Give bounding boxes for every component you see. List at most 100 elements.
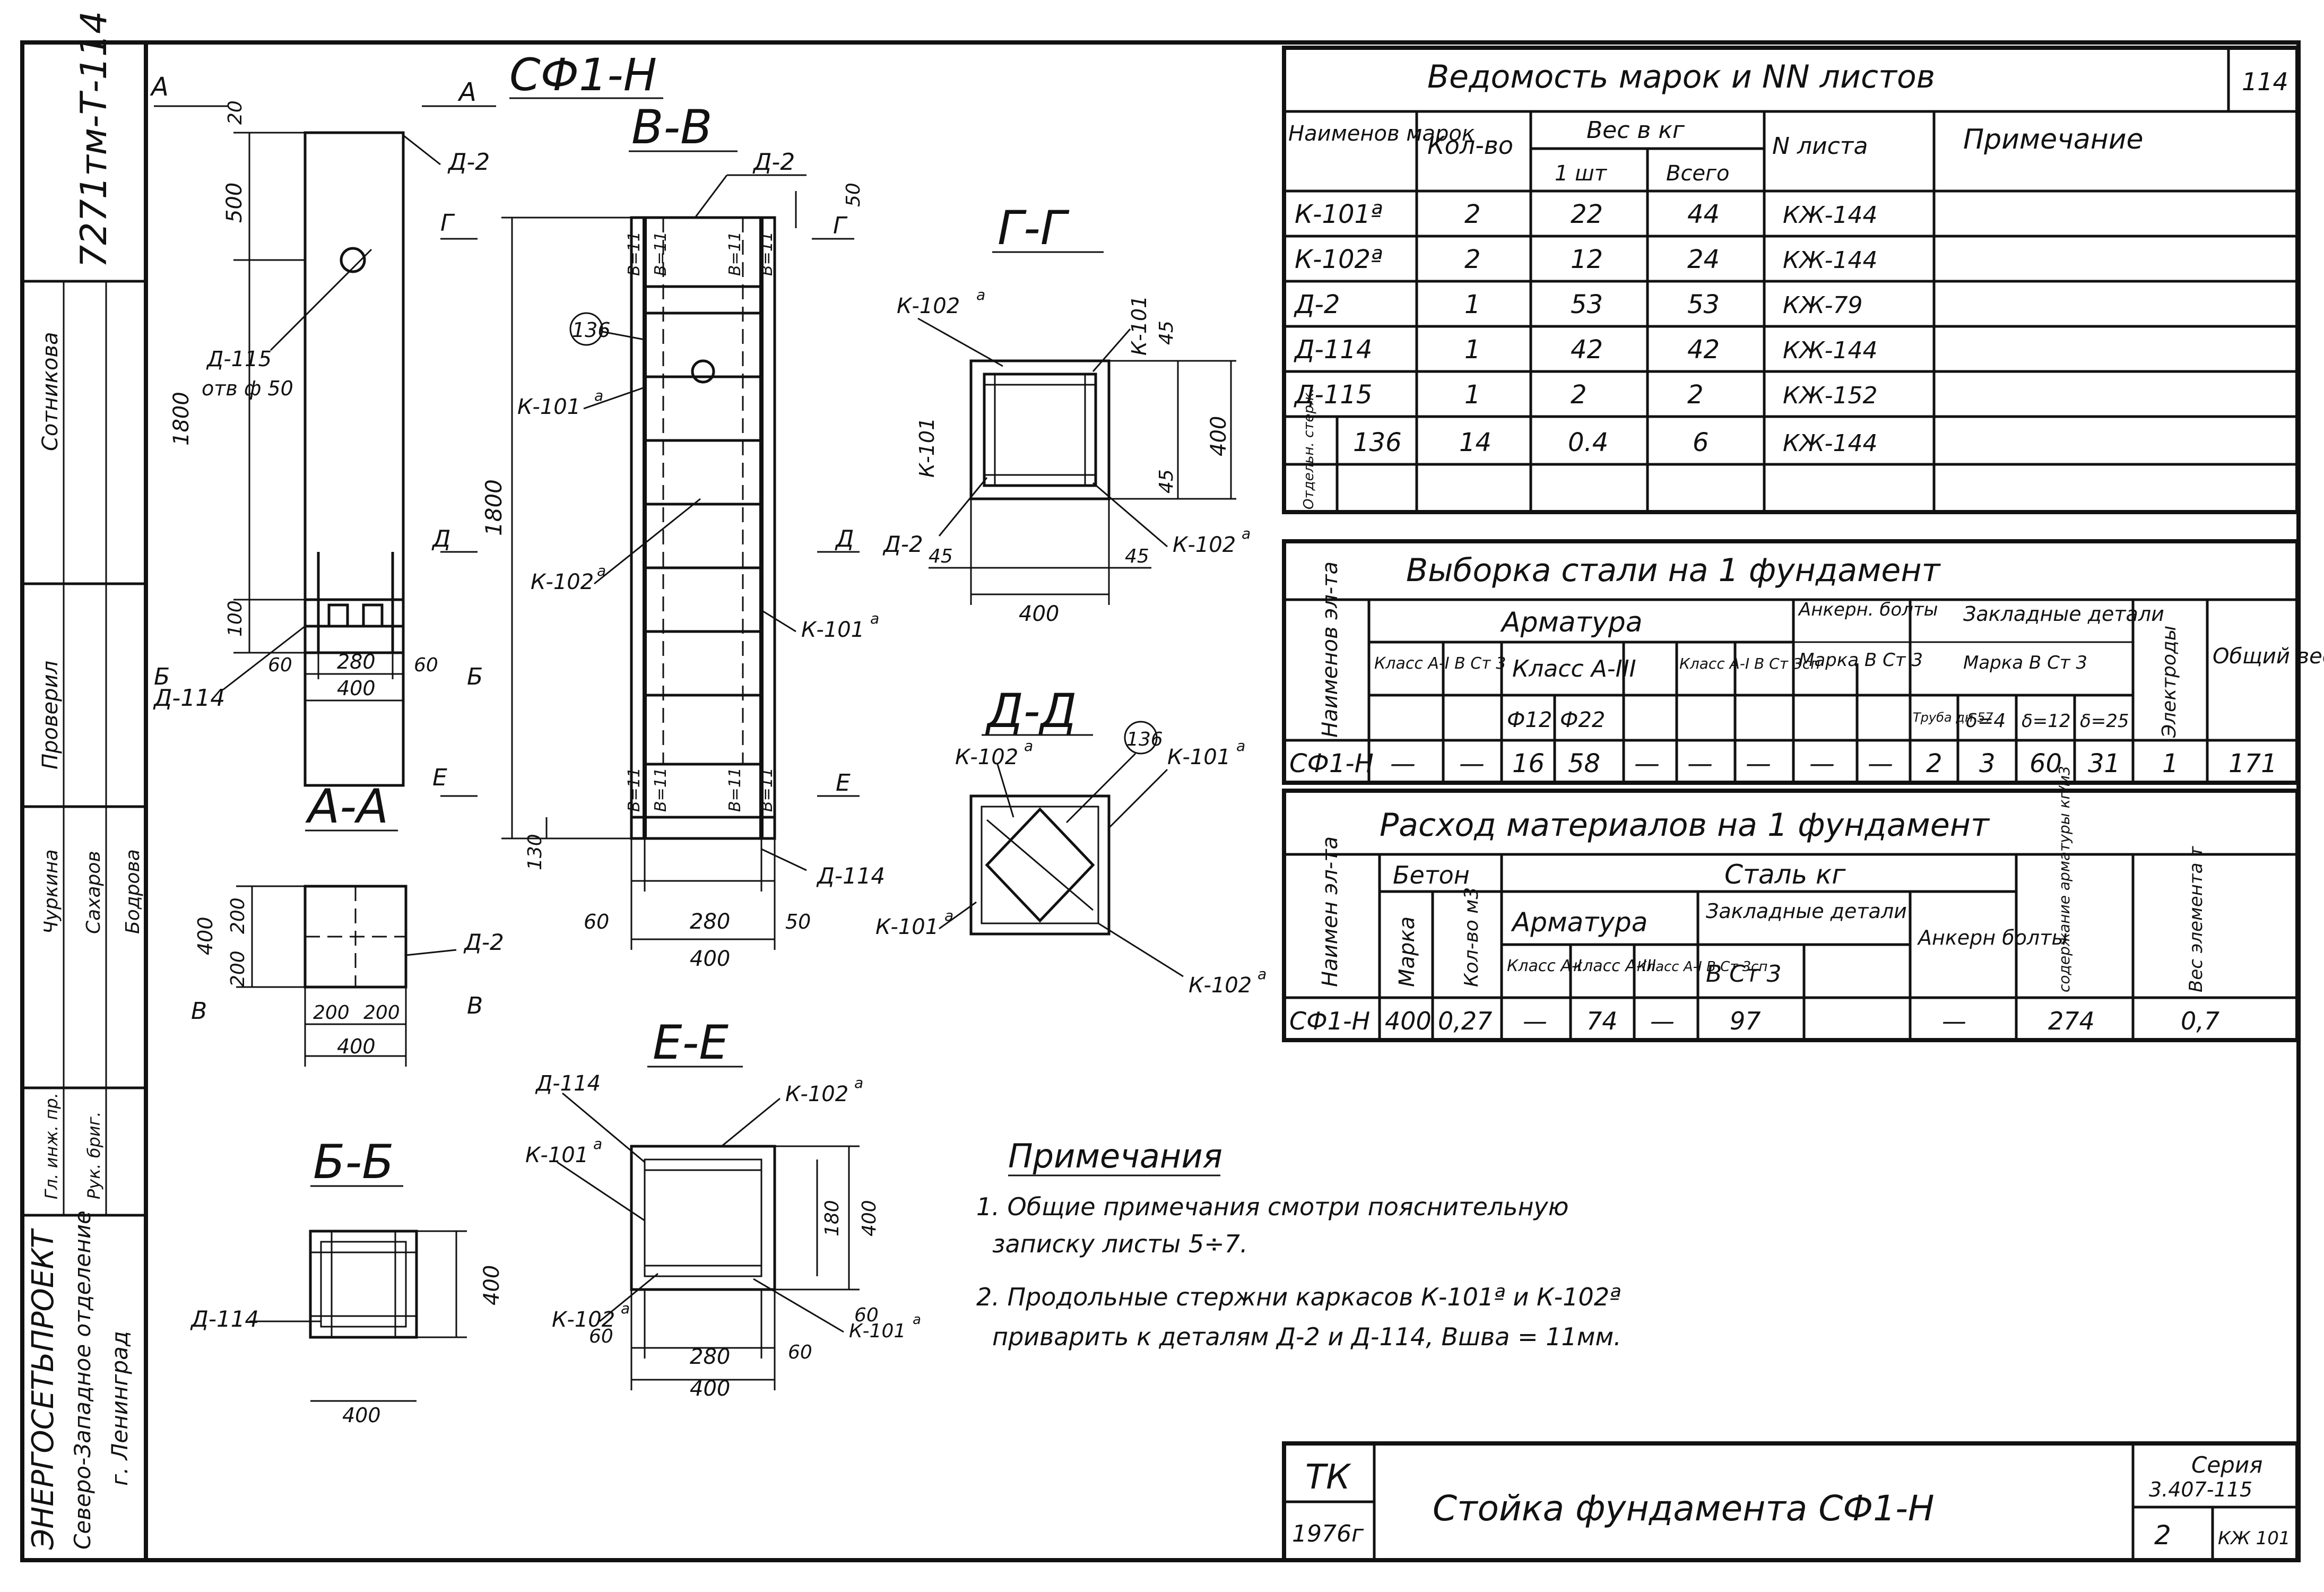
sup-k102-d2: a <box>1258 965 1267 983</box>
label-k101-d2: К-101 <box>875 915 939 939</box>
dim-280-e: 280 <box>690 1345 730 1369</box>
marks-h-sheet: N листа <box>1772 133 1868 160</box>
label-d114-b: Д-114 <box>190 1306 259 1332</box>
marks-row-6-name: 136 <box>1353 428 1402 457</box>
dim-50-v: 50 <box>843 183 864 207</box>
marks-row-4-sheet: КЖ-144 <box>1783 337 1878 364</box>
sup-k102-g: a <box>976 286 985 304</box>
dim-45-g2: 45 <box>1156 469 1177 494</box>
materials-h-concrete: Бетон <box>1393 861 1470 889</box>
section-g-g-title: Г-Г <box>998 201 1070 255</box>
marks-row-5-sheet: КЖ-152 <box>1783 382 1878 409</box>
section-d-d: Д-Д 136 К-102 a К-101 a К-101 a К-102 a <box>875 683 1267 998</box>
dim-50-v2: 50 <box>785 910 811 933</box>
cut-g-marker-right: Г <box>833 212 848 239</box>
title-block-sheet: КЖ 101 <box>2218 1528 2290 1549</box>
dim-20: 20 <box>224 100 246 125</box>
cut-v-marker-right: В <box>467 992 483 1019</box>
weld-label-6: В=11 <box>652 767 670 812</box>
staff-role-7: Рук. бриг. <box>84 1111 104 1199</box>
steel-row-c2: — <box>1459 749 1485 778</box>
marks-row-1-total: 44 <box>1687 200 1720 229</box>
steel-h-pipe: Труба дн 57 <box>1913 710 1993 725</box>
materials-h-mark: Марка <box>1395 916 1419 987</box>
steel-h-f12: Ф12 <box>1507 708 1552 732</box>
label-k101-e2: К-101 <box>849 1320 906 1342</box>
materials-h-content: содержание арматуры кг/м3 <box>2056 766 2073 992</box>
materials-h-arm: Арматура <box>1511 907 1647 938</box>
materials-row-name: СФ1-Н <box>1289 1007 1370 1035</box>
section-b-b: Б-Б Д-114 400 400 <box>190 1135 504 1427</box>
materials-h-emb: Закладные детали <box>1706 899 1907 923</box>
marks-row-6-sheet: КЖ-144 <box>1783 430 1878 457</box>
materials-row-anchor: — <box>1942 1007 1966 1035</box>
materials-row-mark: 400 <box>1385 1007 1432 1035</box>
steel-h-s4: δ=4 <box>1966 710 2006 732</box>
cut-b-marker: Б <box>154 663 170 690</box>
cut-a-marker: А <box>150 72 169 102</box>
sup-k102-e: a <box>854 1074 863 1092</box>
dim-400-e2: 400 <box>690 1377 730 1401</box>
section-e-e-title: Е-Е <box>653 1015 729 1070</box>
dim-60-e1: 60 <box>589 1326 613 1347</box>
staff-name-5: Бодрова <box>122 849 144 934</box>
marks-table-title: Ведомость марок и NN листов <box>1427 58 1935 96</box>
materials-h-steel: Сталь кг <box>1724 859 1846 890</box>
steel-h-embedded: Закладные детали <box>1963 602 2164 626</box>
materials-row-vst: 97 <box>1730 1007 1761 1035</box>
marks-h-name: Наименов марок <box>1288 122 1475 146</box>
steel-row-c7: — <box>1746 749 1771 778</box>
dim-400-e: 400 <box>859 1200 880 1236</box>
dim-280-v: 280 <box>690 910 730 934</box>
dim-1800-v: 1800 <box>481 479 507 536</box>
marks-row-5-qty: 1 <box>1464 380 1481 410</box>
note-1-line-2: записку листы 5÷7. <box>992 1230 1248 1258</box>
weld-label-7: В=11 <box>726 767 744 812</box>
steel-row-el: 1 <box>2162 749 2179 778</box>
marks-row-3-qty: 1 <box>1464 290 1481 319</box>
cut-e-marker: Е <box>432 764 447 791</box>
marks-row-3-sheet: КЖ-79 <box>1783 292 1863 319</box>
marks-row-5-name: Д-115 <box>1294 380 1372 410</box>
marks-table-sheet-no: 114 <box>2242 67 2288 96</box>
marks-row-1-one: 22 <box>1571 200 1603 229</box>
weld-label-4: В=11 <box>758 231 776 276</box>
title-block-title: Стойка фундамента СФ1-Н <box>1433 1488 1935 1529</box>
dim-400-v: 400 <box>690 947 730 971</box>
dim-200-a2: 200 <box>227 897 249 934</box>
title-block-series-label: Серия <box>2191 1452 2262 1478</box>
notes-title: Примечания <box>1008 1137 1222 1175</box>
steel-row-name: СФ1-Н <box>1289 749 1374 778</box>
steel-row-c8: — <box>1809 749 1835 778</box>
dim-60-e2: 60 <box>788 1342 812 1363</box>
dim-500: 500 <box>222 183 247 223</box>
materials-h-a1: Класс А-I <box>1507 957 1582 975</box>
weld-label-8: В=11 <box>758 767 776 812</box>
marks-h-weight: Вес в кг <box>1586 117 1685 144</box>
materials-table-title: Расход материалов на 1 фундамент <box>1380 807 1990 844</box>
dim-200-a4: 200 <box>363 1002 400 1024</box>
marks-row-1-name: К-101ª <box>1295 200 1383 229</box>
dim-400-side: 400 <box>337 677 376 700</box>
organization-name: ЭНЕРГОСЕТЬПРОЕКТ <box>26 1228 60 1550</box>
steel-table: Выборка стали на 1 фундамент Наименов эл… <box>1282 539 2324 785</box>
staff-name-1: Сотникова <box>38 332 63 451</box>
organization-branch: Северо-Западное отделение <box>70 1210 96 1550</box>
title-block-issue: 2 <box>2154 1520 2171 1551</box>
steel-row-pipe: 2 <box>1926 749 1943 778</box>
steel-row-c9: — <box>1868 749 1893 778</box>
label-k101-v: К-101 <box>517 395 580 419</box>
steel-row-c1: — <box>1390 749 1416 778</box>
organization-city: г. Ленинград <box>107 1331 133 1486</box>
materials-row-vol: 0,27 <box>1438 1007 1492 1035</box>
dim-130-v: 130 <box>524 834 546 870</box>
staff-role-6: Гл. инж. пр. <box>41 1093 62 1199</box>
marks-row-5-total: 2 <box>1687 380 1704 410</box>
weld-label-1: В=11 <box>625 231 644 276</box>
marks-table: Ведомость марок и NN листов 114 Наименов… <box>1282 46 2300 514</box>
sup-k102-v: a <box>597 562 606 579</box>
steel-row-c6: — <box>1687 749 1713 778</box>
label-d114-side: Д-114 <box>153 685 225 712</box>
note-2-line-2: приварить к деталям Д-2 и Д-114, Вшва = … <box>992 1322 1621 1351</box>
weld-label-3: В=11 <box>726 231 744 276</box>
